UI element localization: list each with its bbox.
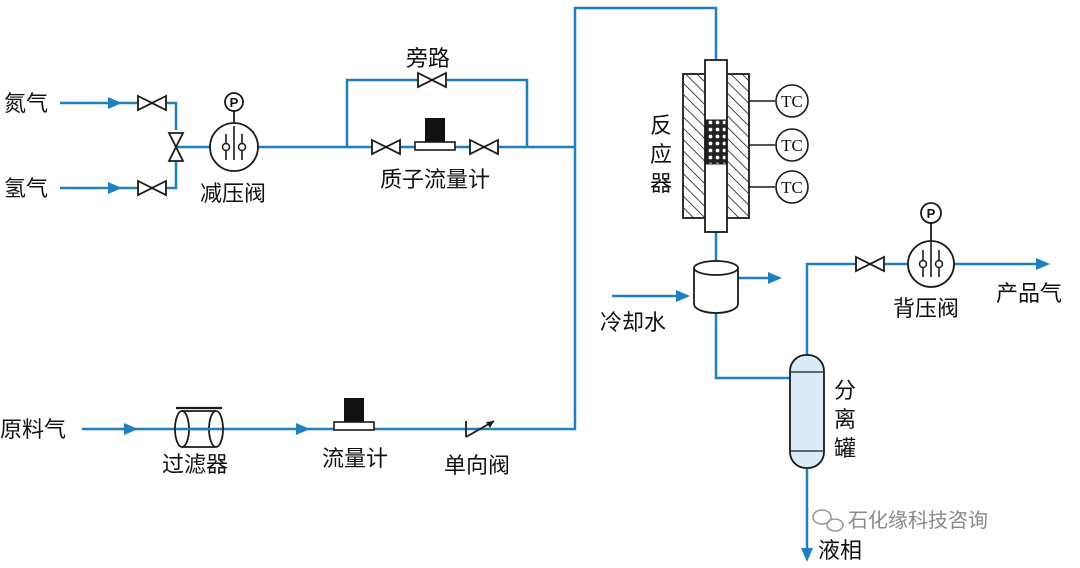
back-pressure-inlet-valve-icon (855, 255, 873, 273)
feed-pipe (82, 6, 718, 431)
label-cooling-water: 冷却水 (600, 311, 666, 336)
flowmeter-outlet-valve-icon (469, 138, 487, 156)
arrow-product-gas (1036, 258, 1050, 270)
hydrogen-valve-icon (137, 179, 155, 197)
valves (137, 71, 885, 273)
proton-flowmeter-head-icon (425, 118, 445, 142)
label-liquid-phase: 液相 (818, 539, 862, 564)
catalyst-bed-icon (705, 119, 727, 165)
feed-flowmeter-head-icon (344, 398, 364, 422)
cooler-body-icon (693, 268, 739, 314)
junction-valve-icon (167, 132, 185, 150)
label-feed-gas: 原料气 (0, 418, 66, 443)
label-reactor-3: 器 (650, 172, 672, 197)
thermocouple-label-bottom: TC (781, 178, 803, 197)
bypass-valve-icon (417, 71, 435, 89)
proton-flowmeter (414, 118, 456, 151)
thermocouple-label-top: TC (781, 92, 803, 111)
label-reactor-1: 反 (650, 114, 672, 139)
arrow-feed-2 (296, 423, 310, 435)
label-proton-flowmeter: 质子流量计 (380, 168, 490, 193)
thermocouple-label-middle: TC (781, 136, 803, 155)
cooler-outlet-pipe (714, 313, 790, 380)
nitrogen-valve-icon (137, 94, 155, 112)
arrow-feed (124, 423, 138, 435)
wechat-icon (812, 509, 844, 532)
label-separator-2: 离 (834, 408, 856, 433)
thermocouple-bottom-icon (775, 170, 809, 204)
thermocouple-top-icon (775, 84, 809, 118)
labels: 氮气 氢气 减压阀 旁路 质子流量计 反 应 器 冷却水 背压阀 产品气 分 离… (0, 47, 1062, 564)
junction-valve-icon-b (167, 144, 185, 162)
reactor: TC TC TC (682, 59, 809, 233)
thermocouple-middle-icon (775, 128, 809, 162)
watermark: 石化缘科技咨询 (812, 508, 988, 532)
label-separator-1: 分 (834, 379, 856, 404)
nitrogen-pipe (60, 101, 178, 130)
flow-arrows (108, 97, 1050, 562)
feed-flowmeter-base-icon (333, 421, 375, 431)
pressure-reducer: P (209, 92, 259, 172)
cooler (693, 260, 739, 314)
label-back-pressure-valve: 背压阀 (893, 297, 959, 322)
nitrogen-valve-icon-b (149, 94, 167, 112)
label-flowmeter: 流量计 (322, 447, 388, 472)
flowmeter-inlet-valve-icon (371, 138, 389, 156)
bypass-valve-icon-b (429, 71, 447, 89)
hydrogen-pipe (60, 162, 178, 190)
arrow-liquid (801, 548, 813, 562)
label-pressure-reducer: 减压阀 (200, 182, 266, 207)
check-valve (465, 420, 495, 438)
label-nitrogen: 氮气 (4, 92, 48, 117)
arrow-cooling-water (676, 290, 690, 302)
label-filter: 过滤器 (162, 453, 228, 478)
label-check-valve: 单向阀 (444, 454, 510, 479)
back-pressure-inlet-valve-icon-b (867, 255, 885, 273)
label-hydrogen: 氢气 (4, 177, 48, 202)
pressure-gauge-icon (224, 92, 244, 112)
arrow-nitrogen (108, 97, 122, 109)
feed-flowmeter (333, 398, 375, 431)
label-separator-3: 罐 (834, 437, 856, 462)
separator-tank (789, 354, 825, 469)
gas-product-pipe (805, 262, 1040, 355)
label-bypass: 旁路 (406, 47, 450, 72)
cooler-top-icon (693, 260, 739, 276)
flowmeter-outlet-valve-icon-b (481, 138, 499, 156)
arrow-cooler-vent (768, 272, 782, 284)
label-reactor-2: 应 (650, 143, 672, 168)
pressure-gauge-symbol: P (230, 95, 239, 110)
back-pressure-gauge-icon (920, 202, 942, 224)
flowmeter-inlet-valve-icon-b (383, 138, 401, 156)
separator-tank-icon (789, 354, 825, 469)
back-pressure-valve: P (907, 202, 955, 288)
back-pressure-gauge-symbol: P (927, 206, 936, 221)
arrow-hydrogen (108, 182, 122, 194)
watermark-text: 石化缘科技咨询 (848, 508, 988, 532)
filter (174, 406, 224, 448)
hydrogen-valve-icon-b (149, 179, 167, 197)
proton-flowmeter-base-icon (414, 141, 456, 151)
label-product-gas: 产品气 (996, 282, 1062, 307)
